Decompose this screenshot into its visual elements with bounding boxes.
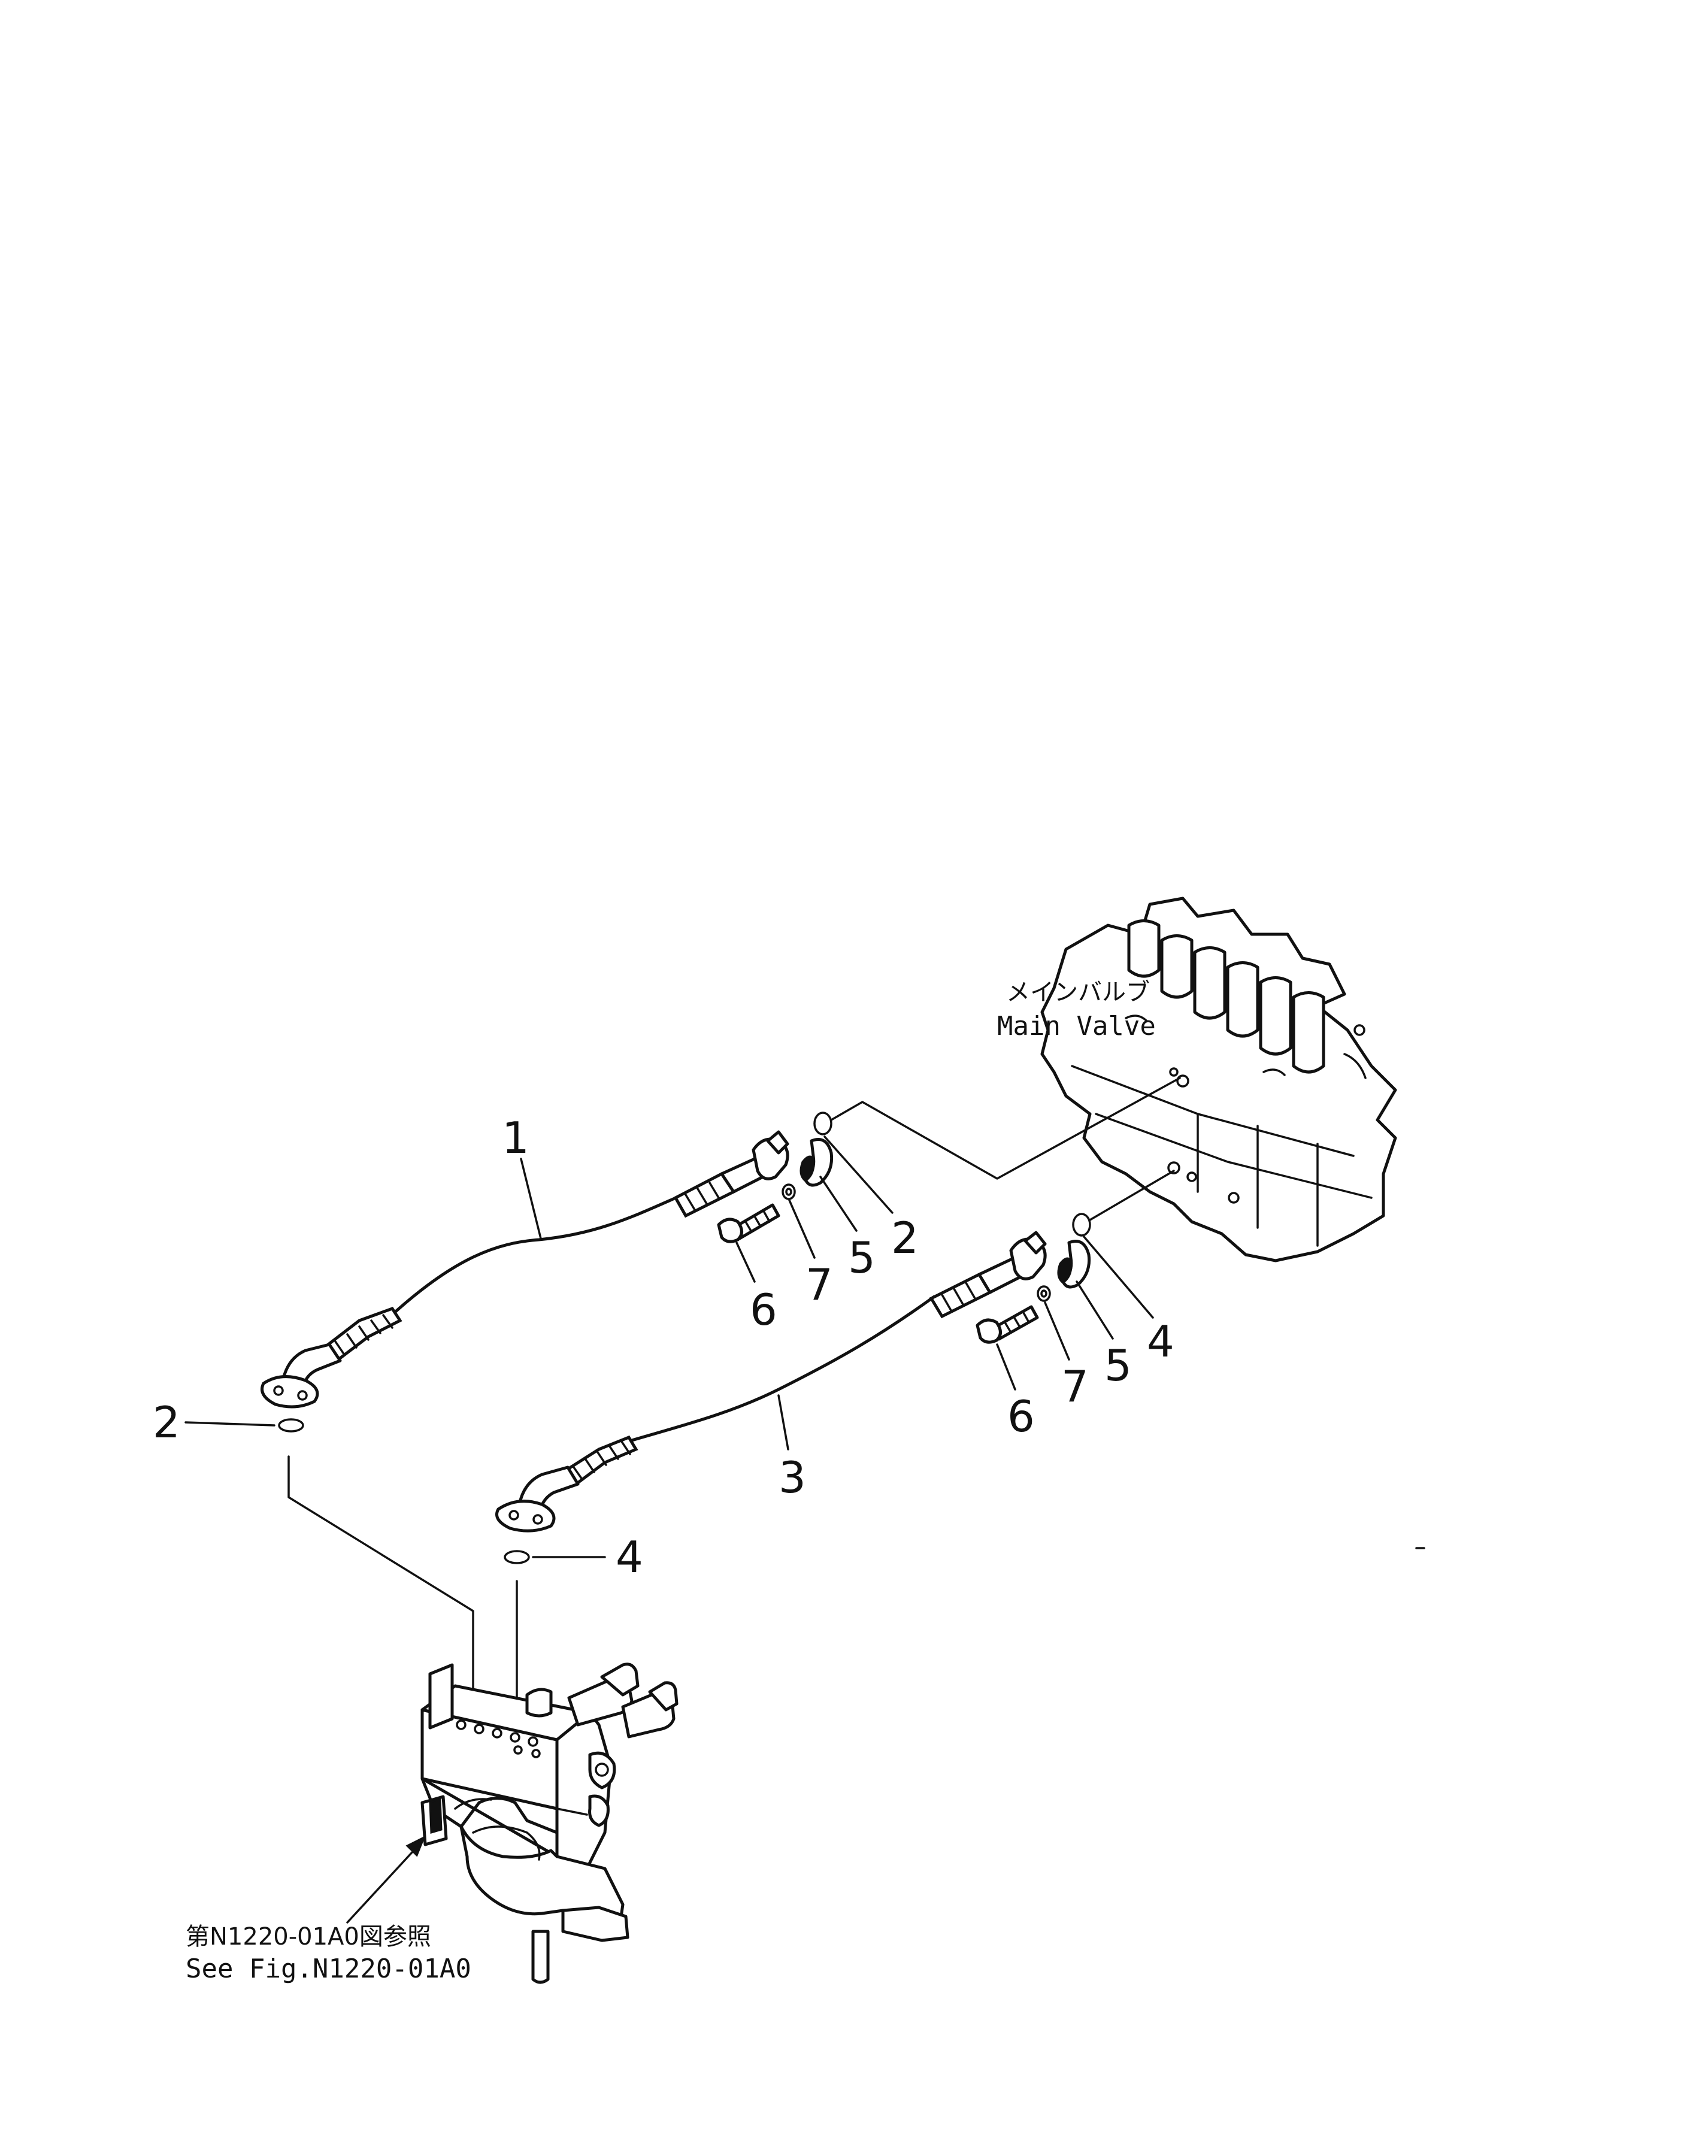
oring-4-lower	[504, 1550, 530, 1564]
main-valve-label-english: Main Valve	[997, 1011, 1156, 1041]
washer-upper	[782, 1183, 796, 1200]
callout-6-upper: 6	[750, 1285, 777, 1335]
callout-3: 3	[779, 1452, 806, 1503]
main-valve-drawing	[1040, 897, 1397, 1262]
callout-1: 1	[502, 1113, 529, 1163]
lower-hardware	[976, 1213, 1091, 1344]
callout-2-upper: 2	[891, 1213, 919, 1263]
callout-7-upper: 7	[805, 1259, 833, 1310]
callout-4-lower: 4	[616, 1532, 643, 1582]
reference-arrow	[346, 1843, 420, 1924]
oring-2-lower	[278, 1418, 304, 1433]
callout-5-upper: 5	[848, 1233, 876, 1283]
selector-valve-drawing	[420, 1663, 679, 1984]
callout-7-lower: 7	[1061, 1361, 1089, 1412]
reference-note-english: See Fig.N1220-01A0	[186, 1954, 471, 1984]
upper-hardware	[717, 1112, 834, 1243]
main-valve-label-japanese: メインバルブ	[1006, 979, 1150, 1006]
hose-3	[495, 1231, 1047, 1533]
oring-upper	[813, 1112, 832, 1135]
hose-1	[261, 1130, 789, 1409]
callout-6-lower: 6	[1007, 1391, 1035, 1442]
oring-upper-4	[1072, 1213, 1091, 1237]
washer-lower	[1037, 1285, 1051, 1302]
callout-4-upper: 4	[1147, 1316, 1174, 1367]
callout-5-lower: 5	[1104, 1340, 1132, 1391]
reference-note-japanese: 第N1220-01A0図参照	[186, 1923, 431, 1951]
connection-lines	[287, 1077, 1181, 1702]
callout-leaders	[184, 1135, 1154, 1558]
callout-2-lower: 2	[153, 1397, 180, 1448]
